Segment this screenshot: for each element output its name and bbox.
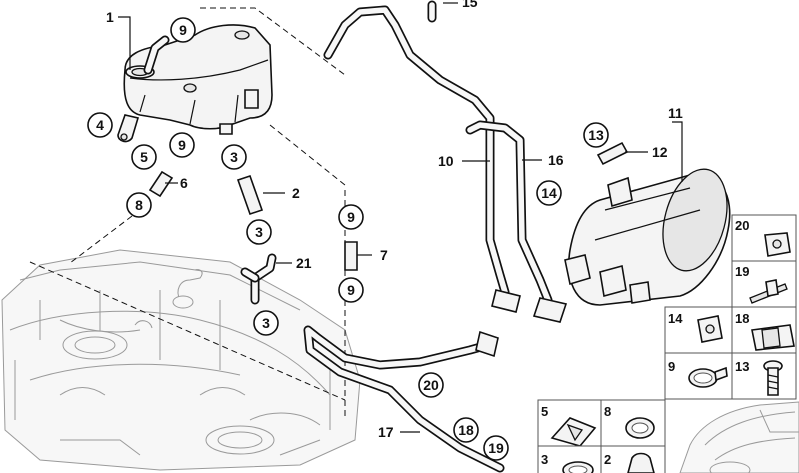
callout-11: 11 [668, 105, 683, 121]
bubble-14: 14 [536, 180, 562, 206]
legend-tile-13: 13 [731, 352, 797, 400]
vehicle-silhouette [679, 401, 799, 473]
svg-text:18: 18 [735, 311, 749, 326]
svg-text:3: 3 [230, 149, 238, 165]
svg-text:3: 3 [541, 452, 548, 467]
callout-numbers: 1 15 2 21 6 7 10 16 12 11 17 [106, 0, 683, 440]
svg-text:5: 5 [541, 404, 548, 419]
bubble-19: 19 [483, 435, 509, 461]
svg-text:9: 9 [179, 22, 187, 38]
bubble-9: 9 [170, 17, 196, 43]
reference-bubbles: 9 4 5 9 3 8 3 3 9 9 13 14 20 18 19 [87, 17, 609, 461]
bubble-3: 3 [246, 219, 272, 245]
bubble-9: 9 [338, 277, 364, 303]
svg-text:18: 18 [458, 422, 474, 438]
callout-7: 7 [380, 247, 388, 263]
callout-10: 10 [438, 153, 454, 169]
svg-text:14: 14 [668, 311, 683, 326]
bubble-3: 3 [253, 310, 279, 336]
legend-tile-2: 2 [600, 445, 666, 473]
dashed-guides [29, 7, 346, 420]
svg-text:19: 19 [735, 264, 749, 279]
svg-text:5: 5 [140, 149, 148, 165]
svg-text:20: 20 [735, 218, 749, 233]
callout-2: 2 [292, 185, 300, 201]
svg-text:13: 13 [735, 359, 749, 374]
legend-tile-20: 20 [731, 214, 797, 262]
svg-text:9: 9 [347, 282, 355, 298]
legend-tile-9: 9 [664, 352, 733, 400]
svg-text:20: 20 [423, 377, 439, 393]
expansion-tank [117, 24, 273, 143]
svg-text:3: 3 [262, 315, 270, 331]
parts-legend-grid: 20 19 14 18 9 [537, 214, 797, 473]
bubble-13: 13 [583, 122, 609, 148]
bubble-8: 8 [126, 192, 152, 218]
bubble-9: 9 [169, 132, 195, 158]
legend-tile-19: 19 [731, 260, 797, 308]
svg-text:9: 9 [668, 359, 675, 374]
legend-tile-18: 18 [731, 306, 797, 354]
leader-lines [118, 2, 683, 433]
bubble-5: 5 [131, 144, 157, 170]
legend-tile-5: 5 [537, 399, 602, 447]
small-hose-pieces [148, 170, 358, 305]
legend-tile-14: 14 [664, 306, 733, 354]
vent-lines [303, 0, 568, 473]
bubble-9: 9 [338, 204, 364, 230]
svg-text:3: 3 [255, 224, 263, 240]
callout-1: 1 [106, 9, 114, 25]
svg-text:9: 9 [347, 209, 355, 225]
callout-15: 15 [462, 0, 478, 10]
carbon-canister [564, 141, 731, 306]
svg-text:14: 14 [541, 185, 557, 201]
svg-text:13: 13 [588, 127, 604, 143]
bubble-3: 3 [221, 144, 247, 170]
callout-21: 21 [296, 255, 312, 271]
callout-12: 12 [652, 144, 668, 160]
fuel-tank-outline [1, 249, 361, 471]
legend-tile-8: 8 [600, 399, 666, 447]
bubble-20: 20 [418, 372, 444, 398]
svg-text:2: 2 [604, 452, 611, 467]
legend-tile-3: 3 [537, 445, 602, 473]
svg-text:8: 8 [604, 404, 611, 419]
callout-6: 6 [180, 175, 188, 191]
callout-17: 17 [378, 424, 394, 440]
svg-text:9: 9 [178, 137, 186, 153]
bubble-4: 4 [87, 112, 113, 138]
svg-text:4: 4 [96, 117, 104, 133]
svg-text:19: 19 [488, 440, 504, 456]
callout-16: 16 [548, 152, 564, 168]
bubble-18: 18 [453, 417, 479, 443]
svg-text:8: 8 [135, 197, 143, 213]
